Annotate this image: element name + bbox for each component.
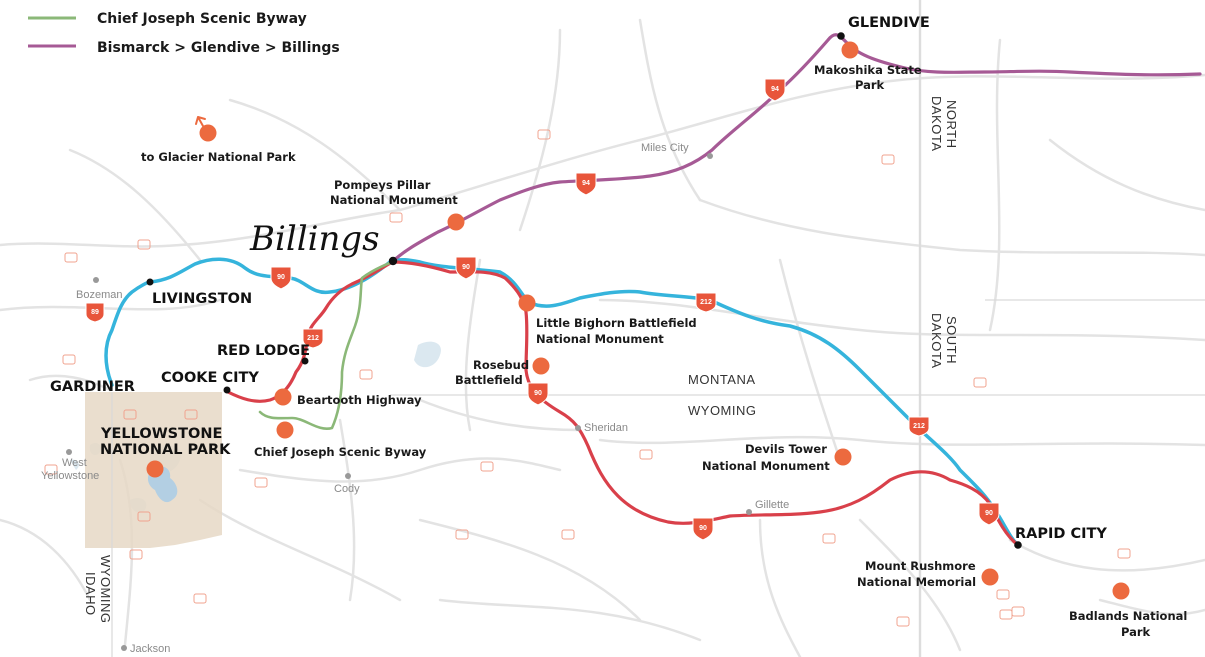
legend: Chief Joseph Scenic Byway Bismarck > Gle…: [28, 11, 340, 56]
billings-label: Billings: [249, 219, 380, 259]
gillette-label: Gillette: [755, 499, 789, 511]
svg-text:212: 212: [307, 335, 319, 342]
legend-item-bismarck-glendive-billings: Bismarck > Glendive > Billings: [28, 40, 340, 56]
glacier-label: to Glacier National Park: [141, 150, 296, 164]
rushmore-dot: [981, 568, 999, 586]
shield-i90-b: 90: [455, 256, 477, 280]
svg-text:94: 94: [771, 86, 779, 93]
city-dots: [146, 32, 1022, 549]
cody-label: Cody: [334, 483, 360, 495]
routes: [104, 33, 1202, 547]
badlands-label-2: Park: [1121, 625, 1151, 639]
chief-joseph-label: Chief Joseph Scenic Byway: [254, 445, 427, 459]
blue-route: [104, 257, 1020, 547]
svg-text:212: 212: [700, 299, 712, 306]
road-shields: 94 94 90 90 90 90 90 212: [85, 78, 1000, 541]
shield-us212-b: 212: [695, 292, 717, 313]
devils-tower-label-1: Devils Tower: [745, 442, 827, 456]
svg-text:90: 90: [699, 525, 707, 532]
shield-i90-d: 90: [692, 517, 714, 541]
makoshika-label-2: Park: [855, 78, 885, 92]
makoshika-label-1: Makoshika State: [814, 63, 922, 77]
yellowstone-label-2: NATIONAL PARK: [100, 442, 231, 458]
red-route: [226, 260, 1020, 547]
shield-i90-a: 90: [270, 266, 292, 290]
glendive-label: GLENDIVE: [848, 15, 930, 31]
cooke-city-label: COOKE CITY: [161, 370, 259, 386]
miles-city-label: Miles City: [641, 142, 689, 154]
north-dakota-label-1: NORTH: [944, 100, 959, 148]
shield-i90-e: 90: [978, 502, 1000, 526]
badlands-label-1: Badlands National: [1069, 609, 1187, 623]
svg-text:89: 89: [91, 309, 99, 316]
rushmore-label-1: Mount Rushmore: [865, 559, 976, 573]
svg-text:90: 90: [462, 264, 470, 271]
glacier-dot: [199, 124, 217, 142]
little-bighorn-label-2: National Monument: [536, 332, 664, 346]
rosebud-dot: [532, 357, 550, 375]
wyoming-label: WYOMING: [688, 403, 757, 418]
rosebud-label-1: Rosebud: [473, 358, 529, 372]
glacier-arrow-icon: [195, 116, 206, 127]
badlands-dot: [1112, 582, 1130, 600]
rosebud-label-2: Battlefield: [455, 373, 523, 387]
svg-text:212: 212: [913, 423, 925, 430]
rapid-city-label: RAPID CITY: [1015, 526, 1107, 542]
shield-us212-a: 212: [302, 328, 324, 349]
pompeys-label-2: National Monument: [330, 193, 458, 207]
red-lodge-label: RED LODGE: [217, 343, 310, 359]
legend-item-chief-joseph: Chief Joseph Scenic Byway: [28, 11, 307, 27]
rushmore-label-2: National Memorial: [857, 575, 976, 589]
poi-dots: [146, 41, 1130, 600]
svg-text:90: 90: [277, 274, 285, 281]
wyoming-vertical-label: WYOMING: [98, 555, 113, 624]
north-dakota-label-2: DAKOTA: [929, 96, 944, 152]
svg-text:94: 94: [582, 180, 590, 187]
west-yellowstone-label-2: Yellowstone: [41, 470, 99, 482]
state-borders: [111, 0, 1205, 657]
devils-tower-dot: [834, 448, 852, 466]
livingston-label: LIVINGSTON: [152, 291, 252, 307]
pompeys-dot: [447, 213, 465, 231]
major-city-labels: GLENDIVE LIVINGSTON RED LODGE COOKE CITY…: [50, 15, 1107, 542]
beartooth-label: Beartooth Highway: [297, 393, 422, 407]
chief-joseph-dot: [276, 421, 294, 439]
shield-i94-a: 94: [764, 78, 786, 102]
jackson-label: Jackson: [130, 643, 170, 655]
green-route: [258, 260, 394, 431]
south-dakota-label-2: DAKOTA: [929, 313, 944, 369]
sheridan-label: Sheridan: [584, 422, 628, 434]
svg-text:Bismarck > Glendive > Billings: Bismarck > Glendive > Billings: [97, 40, 340, 56]
svg-text:Chief Joseph Scenic Byway: Chief Joseph Scenic Byway: [97, 11, 307, 27]
little-bighorn-label-1: Little Bighorn Battlefield: [536, 316, 697, 330]
poi-labels: Makoshika State Park to Glacier National…: [141, 63, 1187, 639]
shield-us212-c: 212: [908, 416, 930, 437]
makoshika-dot: [841, 41, 859, 59]
west-yellowstone-label-1: West: [62, 457, 87, 469]
yellowstone-dot: [146, 460, 164, 478]
region-labels: MONTANA WYOMING NORTH DAKOTA SOUTH DAKOT…: [83, 96, 959, 624]
shield-us89: 89: [85, 302, 105, 323]
yellowstone-label-1: YELLOWSTONE: [100, 426, 222, 442]
shield-i94-b: 94: [575, 172, 597, 196]
svg-text:90: 90: [985, 510, 993, 517]
montana-label: MONTANA: [688, 372, 756, 387]
minor-road-markers: [44, 129, 1131, 627]
shield-i90-c: 90: [527, 382, 549, 406]
gardiner-label: GARDINER: [50, 379, 135, 395]
idaho-label: IDAHO: [83, 572, 98, 616]
town-dots: [66, 153, 752, 651]
beartooth-dot: [274, 388, 292, 406]
bozeman-label: Bozeman: [76, 289, 122, 301]
svg-text:90: 90: [534, 390, 542, 397]
town-labels: Miles City Bozeman Sheridan Gillette Cod…: [41, 142, 789, 655]
pompeys-label-1: Pompeys Pillar: [334, 178, 431, 192]
devils-tower-label-2: National Monument: [702, 459, 830, 473]
south-dakota-label-1: SOUTH: [944, 316, 959, 364]
little-bighorn-dot: [518, 294, 536, 312]
